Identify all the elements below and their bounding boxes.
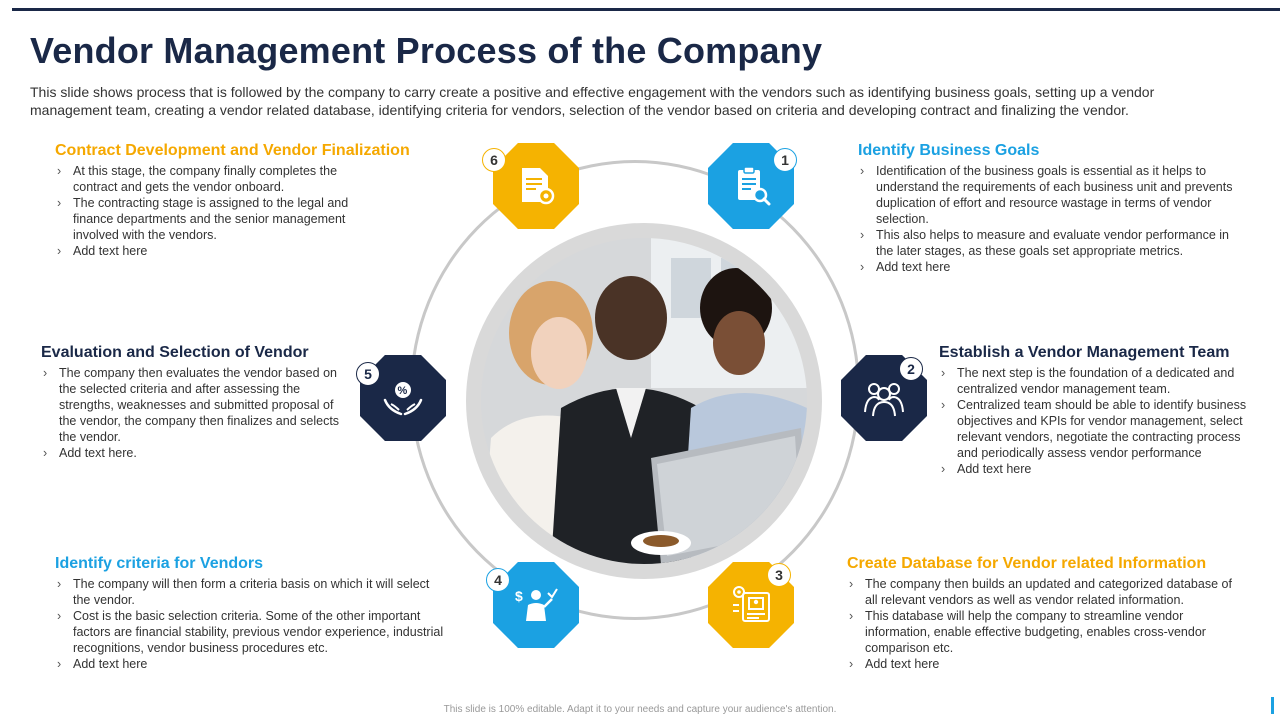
- database-gear-icon: [733, 586, 770, 622]
- top-accent-bar: [12, 8, 1280, 11]
- step-6-bullet: Add text here: [55, 243, 375, 259]
- step-3-bullet: The company then builds an updated and c…: [847, 576, 1247, 608]
- step-1-bullet: Identification of the business goals is …: [858, 163, 1243, 227]
- team-photo: [466, 223, 822, 579]
- step-6-octagon: [493, 143, 579, 229]
- footer-note: This slide is 100% editable. Adapt it to…: [443, 704, 837, 715]
- slide-subtitle: This slide shows process that is followe…: [30, 84, 1155, 118]
- step-2-bullet: Centralized team should be able to ident…: [939, 397, 1251, 461]
- step-2-bullet: Add text here: [939, 461, 1251, 477]
- step-6-heading: Contract Development and Vendor Finaliza…: [55, 142, 410, 159]
- step-3-bullets: The company then builds an updated and c…: [847, 576, 1247, 672]
- step-5-number: 5: [356, 362, 380, 386]
- svg-text:%: %: [398, 385, 408, 397]
- corner-accent: [1271, 697, 1274, 714]
- step-3-block: Create Database for Vendor related Infor…: [847, 555, 1247, 672]
- step-1-bullet: Add text here: [858, 259, 1243, 275]
- step-5-block: Evaluation and Selection of Vendor The c…: [41, 344, 346, 461]
- step-2-bullets: The next step is the foundation of a ded…: [939, 365, 1251, 477]
- step-6-bullet: The contracting stage is assigned to the…: [55, 195, 375, 243]
- step-1-bullets: Identification of the business goals is …: [858, 163, 1243, 275]
- step-3-bullet: This database will help the company to s…: [847, 608, 1247, 656]
- step-3-heading: Create Database for Vendor related Infor…: [847, 555, 1207, 572]
- step-3-bullet: Add text here: [847, 656, 1247, 672]
- step-5-bullets: The company then evaluates the vendor ba…: [41, 365, 346, 461]
- step-1-bullet: This also helps to measure and evaluate …: [858, 227, 1243, 259]
- clipboard-search-icon: [738, 166, 771, 206]
- step-5-bullet: Add text here.: [41, 445, 346, 461]
- svg-text:$: $: [515, 588, 523, 604]
- step-2-block: Establish a Vendor Management Team The n…: [939, 344, 1251, 477]
- criteria-person-icon: $: [515, 588, 558, 621]
- document-gear-icon: [522, 168, 555, 205]
- step-2-bullet: The next step is the foundation of a ded…: [939, 365, 1251, 397]
- team-icon: [864, 383, 904, 417]
- step-1-heading: Identify Business Goals: [858, 142, 1040, 159]
- hands-percent-icon: %: [383, 382, 423, 416]
- step-2-number: 2: [899, 357, 923, 381]
- step-5-bullet: The company then evaluates the vendor ba…: [41, 365, 346, 445]
- step-6-bullet: At this stage, the company finally compl…: [55, 163, 375, 195]
- step-1-number: 1: [773, 148, 797, 172]
- step-6-bullets: At this stage, the company finally compl…: [55, 163, 375, 259]
- step-2-heading: Establish a Vendor Management Team: [939, 344, 1230, 361]
- step-4-number: 4: [486, 568, 510, 592]
- step-5-heading: Evaluation and Selection of Vendor: [41, 344, 309, 361]
- step-4-block: Identify criteria for Vendors The compan…: [55, 555, 447, 672]
- step-4-bullet: Add text here: [55, 656, 447, 672]
- step-4-bullets: The company will then form a criteria ba…: [55, 576, 447, 672]
- step-6-number: 6: [482, 148, 506, 172]
- step-1-block: Identify Business Goals Identification o…: [858, 142, 1243, 275]
- step-3-number: 3: [767, 563, 791, 587]
- step-4-heading: Identify criteria for Vendors: [55, 555, 264, 572]
- team-photo-illustration: [481, 238, 807, 564]
- slide-title: Vendor Management Process of the Company: [30, 30, 823, 71]
- step-4-bullet: The company will then form a criteria ba…: [55, 576, 447, 608]
- step-4-bullet: Cost is the basic selection criteria. So…: [55, 608, 447, 656]
- step-6-block: Contract Development and Vendor Finaliza…: [55, 142, 410, 259]
